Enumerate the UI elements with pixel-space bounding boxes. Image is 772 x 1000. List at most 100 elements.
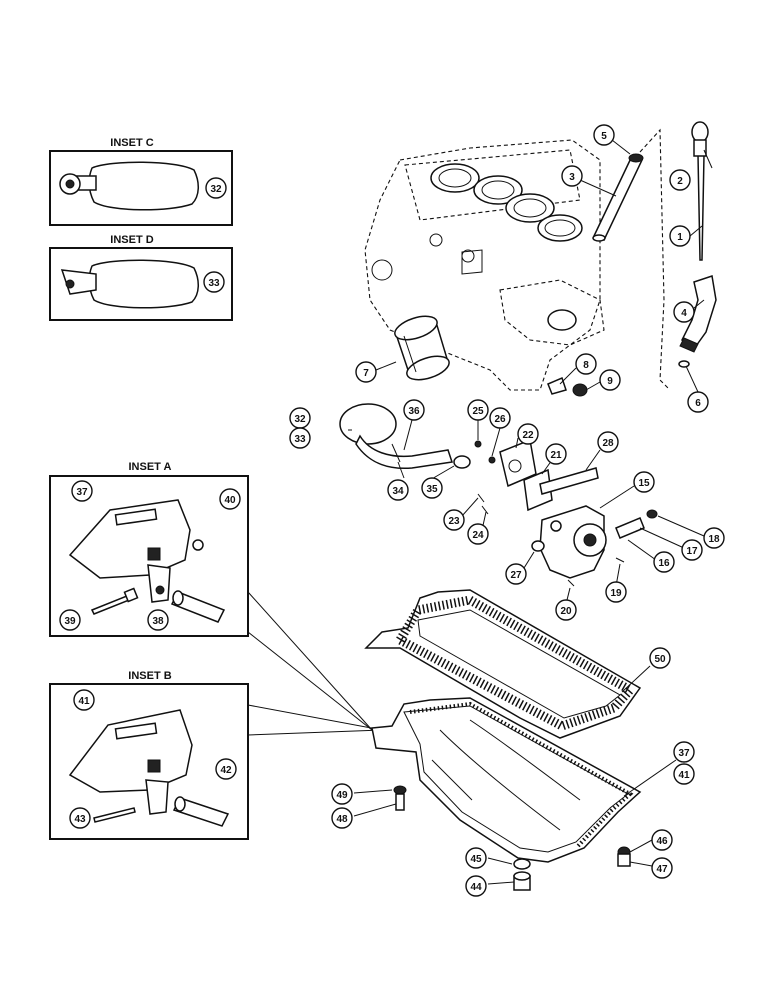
svg-text:34: 34 <box>392 486 404 497</box>
callout-33: 33 <box>289 427 311 449</box>
svg-text:16: 16 <box>658 558 670 569</box>
svg-text:44: 44 <box>470 882 482 893</box>
svg-text:3: 3 <box>569 172 575 183</box>
svg-text:8: 8 <box>583 360 589 371</box>
pin-19 <box>615 557 625 563</box>
callout-37-inset-a: 37 <box>71 480 93 502</box>
svg-text:18: 18 <box>708 534 720 545</box>
callout-41-inset-b: 41 <box>73 689 95 711</box>
callout-17: 17 <box>681 539 703 561</box>
svg-text:41: 41 <box>78 696 90 707</box>
svg-text:48: 48 <box>336 814 348 825</box>
callout-37: 37 <box>673 741 695 763</box>
callout-18: 18 <box>703 527 725 549</box>
svg-text:33: 33 <box>208 278 220 289</box>
inset-c: INSET C 32 <box>49 137 233 226</box>
inset-a: INSET A 37 40 39 <box>49 461 249 637</box>
bolt-39 <box>90 587 139 615</box>
callout-26: 26 <box>489 407 511 429</box>
svg-text:41: 41 <box>678 770 690 781</box>
gasket-35 <box>453 455 471 469</box>
dipstick-1 <box>691 121 709 261</box>
svg-text:46: 46 <box>656 836 668 847</box>
oil-pump-screen-d <box>60 259 199 309</box>
svg-text:49: 49 <box>336 790 348 801</box>
callout-15: 15 <box>633 471 655 493</box>
svg-text:35: 35 <box>426 484 438 495</box>
svg-text:45: 45 <box>470 854 482 865</box>
oil-pan-gasket-50 <box>364 589 642 739</box>
svg-text:9: 9 <box>607 376 613 387</box>
gasket-21 <box>523 468 553 512</box>
callout-7: 7 <box>355 361 377 383</box>
oil-pump-screen <box>339 403 453 470</box>
leader-lines <box>348 139 713 885</box>
dipstick-path <box>639 128 669 389</box>
callout-9: 9 <box>599 369 621 391</box>
svg-text:32: 32 <box>210 184 222 195</box>
plate-28 <box>539 467 599 495</box>
svg-text:50: 50 <box>654 654 666 665</box>
plug-46-47 <box>617 846 631 867</box>
callout-39-inset-a: 39 <box>59 609 81 631</box>
drain-plug-44-45 <box>513 858 531 891</box>
callout-27: 27 <box>505 563 527 585</box>
svg-text:6: 6 <box>695 398 701 409</box>
callout-24: 24 <box>467 523 489 545</box>
inset-b-title: INSET B <box>128 670 171 682</box>
callout-45: 45 <box>465 847 487 869</box>
filler-tube-4 <box>679 275 717 353</box>
callout-46: 46 <box>651 829 673 851</box>
callout-47: 47 <box>651 857 673 879</box>
svg-text:24: 24 <box>472 530 484 541</box>
svg-text:37: 37 <box>76 487 88 498</box>
callout-32-inset-c: 32 <box>205 177 227 199</box>
callout-41: 41 <box>673 763 695 785</box>
svg-text:5: 5 <box>601 131 607 142</box>
svg-text:25: 25 <box>472 406 484 417</box>
svg-text:4: 4 <box>681 308 687 319</box>
callout-2: 2 <box>669 169 691 191</box>
svg-text:22: 22 <box>522 430 534 441</box>
callout-40-inset-a: 40 <box>219 488 241 510</box>
svg-text:2: 2 <box>677 176 683 187</box>
svg-text:20: 20 <box>560 606 572 617</box>
svg-text:17: 17 <box>686 546 698 557</box>
sleeve-42 <box>172 796 230 827</box>
pin-43 <box>93 807 136 823</box>
inset-c-title: INSET C <box>110 137 153 149</box>
inset-a-title: INSET A <box>129 461 172 473</box>
svg-text:32: 32 <box>294 414 306 425</box>
callout-49: 49 <box>331 783 353 805</box>
inset-projection-lines <box>247 591 383 736</box>
washer-9 <box>572 383 588 397</box>
svg-text:42: 42 <box>220 765 232 776</box>
svg-text:36: 36 <box>408 406 420 417</box>
svg-text:28: 28 <box>602 438 614 449</box>
svg-text:38: 38 <box>152 616 164 627</box>
inset-b: INSET B 41 42 43 <box>49 670 249 840</box>
callout-21: 21 <box>545 443 567 465</box>
svg-text:37: 37 <box>678 748 690 759</box>
svg-text:47: 47 <box>656 864 668 875</box>
callout-42-inset-b: 42 <box>215 758 237 780</box>
gasket-22 <box>499 438 537 488</box>
svg-text:23: 23 <box>448 516 460 527</box>
oil-filter-7 <box>394 315 450 381</box>
callout-44: 44 <box>465 875 487 897</box>
bolt-48-49 <box>393 785 407 811</box>
pins-23-24 <box>477 493 489 515</box>
inset-d-title: INSET D <box>110 234 153 246</box>
callout-25: 25 <box>467 399 489 421</box>
callout-36: 36 <box>403 399 425 421</box>
svg-text:19: 19 <box>610 588 622 599</box>
callout-22: 22 <box>517 423 539 445</box>
callout-33-inset-d: 33 <box>203 271 225 293</box>
seal-5 <box>628 153 644 163</box>
svg-text:7: 7 <box>363 368 369 379</box>
pin-38 <box>170 590 226 623</box>
callout-23: 23 <box>443 509 465 531</box>
callout-19: 19 <box>605 581 627 603</box>
oil-pan <box>371 697 642 863</box>
